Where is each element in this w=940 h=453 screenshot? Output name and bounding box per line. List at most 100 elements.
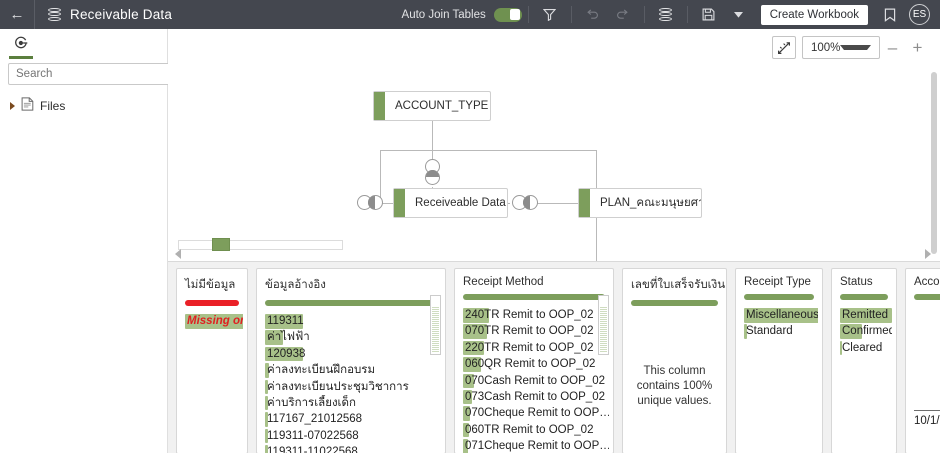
- column-value-row[interactable]: 120938: [265, 346, 441, 362]
- redo-icon[interactable]: [608, 0, 638, 29]
- value-label: 119311-11022568: [267, 446, 358, 453]
- join-icon-left[interactable]: [357, 195, 383, 210]
- column-value-row[interactable]: 220TR Remit to OOP_02: [463, 340, 609, 356]
- join-fill: [523, 196, 530, 209]
- zoom-level-select[interactable]: 100%: [802, 36, 880, 59]
- table-node-plan[interactable]: PLAN_คณะมนุษยศาส…: [578, 188, 702, 218]
- canvas-vertical-scrollbar[interactable]: [931, 72, 937, 254]
- join-icon-right[interactable]: [512, 195, 538, 210]
- column-value-row[interactable]: 119311-11022568: [265, 444, 441, 453]
- undo-icon[interactable]: [578, 0, 608, 29]
- filter-icon[interactable]: [535, 0, 565, 29]
- column-scrollbar-track: [600, 307, 607, 353]
- scroll-right-arrow-icon[interactable]: [925, 249, 931, 259]
- column-value-row[interactable]: 070Cash Remit to OOP_02: [463, 373, 609, 389]
- column-title: Accounting: [914, 276, 940, 288]
- toolbar-divider: [643, 6, 645, 23]
- column-profile[interactable]: ไม่มีข้อมูล Missing or Null: [176, 268, 248, 453]
- column-scrollbar[interactable]: [430, 295, 441, 355]
- column-value-row[interactable]: 060QR Remit to OOP_02: [463, 356, 609, 372]
- canvas-minimap[interactable]: [178, 238, 343, 251]
- column-value-row[interactable]: ค่าบริการเลี้ยงเด็ก: [265, 395, 441, 411]
- column-value-row[interactable]: ค่าไฟฟ้า: [265, 329, 441, 345]
- file-icon: [21, 97, 34, 114]
- union-icon-top[interactable]: [425, 159, 440, 185]
- create-workbook-button[interactable]: Create Workbook: [760, 4, 868, 25]
- tables-icon[interactable]: [651, 0, 681, 29]
- save-dropdown-caret-icon[interactable]: [724, 0, 754, 29]
- database-icon: [48, 7, 61, 22]
- column-value-row[interactable]: Cleared: [840, 340, 892, 356]
- table-node-label: PLAN_คณะมนุษยศาส…: [600, 197, 701, 209]
- value-frequency-bar: [463, 389, 472, 405]
- avatar[interactable]: ES: [909, 4, 930, 25]
- sidebar-item-label: Files: [40, 98, 66, 113]
- column-value-row[interactable]: 070TR Remit to OOP_02: [463, 323, 609, 339]
- search-input[interactable]: [8, 63, 178, 85]
- column-title: ข้อมูลอ้างอิง: [265, 279, 326, 291]
- value-frequency-bar: [463, 324, 487, 339]
- zoom-out-button[interactable]: –: [887, 38, 898, 57]
- value-frequency-bar: [840, 308, 892, 323]
- column-distribution-bar: [631, 300, 718, 306]
- toolbar-divider: [34, 0, 35, 29]
- scroll-left-arrow-icon[interactable]: [175, 249, 181, 259]
- minimap-viewport-thumb[interactable]: [212, 238, 230, 251]
- column-value-row[interactable]: Confirmed: [840, 323, 892, 339]
- sidebar-tab-connections[interactable]: [9, 30, 33, 59]
- table-node-label: Receiveable Data: [415, 197, 506, 209]
- value-frequency-bar: [265, 445, 268, 453]
- column-value-row[interactable]: 071Cheque Remit to OOP…: [463, 438, 609, 453]
- value-frequency-bar: [463, 357, 481, 372]
- zoom-in-button[interactable]: +: [912, 38, 923, 57]
- sidebar-item-files[interactable]: Files: [8, 97, 167, 114]
- column-value-row[interactable]: 119311-07022568: [265, 428, 441, 444]
- fit-to-screen-button[interactable]: [772, 36, 796, 59]
- column-scrollbar-track: [432, 307, 439, 353]
- table-node-account-type[interactable]: ACCOUNT_TYPE: [373, 91, 491, 121]
- column-value-row[interactable]: ค่าลงทะเบียนประชุมวิชาการ: [265, 379, 441, 395]
- column-title: ไม่มีข้อมูล: [185, 279, 236, 291]
- auto-join-tables-toggle[interactable]: [493, 7, 522, 22]
- value-label: 119311-07022568: [267, 429, 359, 442]
- connector-line: [380, 150, 596, 151]
- column-value-row[interactable]: 240TR Remit to OOP_02: [463, 307, 609, 323]
- date-axis-label: 10/1/24: [914, 415, 940, 427]
- value-label: ค่าไฟฟ้า: [267, 331, 310, 344]
- back-button[interactable]: ←: [9, 6, 25, 23]
- toolbar-divider: [527, 6, 529, 23]
- column-value-row[interactable]: Standard: [744, 323, 818, 339]
- table-node-receiveable-data[interactable]: Receiveable Data: [393, 188, 508, 218]
- column-value-row[interactable]: ค่าลงทะเบียนฝึกอบรม: [265, 362, 441, 378]
- caret-right-icon[interactable]: [10, 101, 15, 110]
- column-value-row[interactable]: Miscellaneous: [744, 307, 818, 323]
- column-title: Receipt Type: [744, 276, 811, 288]
- column-value-row[interactable]: 117167_21012568: [265, 411, 441, 427]
- fit-to-screen-icon: [778, 41, 790, 54]
- save-icon[interactable]: [694, 0, 724, 29]
- column-value-row[interactable]: 073Cash Remit to OOP_02: [463, 389, 609, 405]
- auto-join-tables-control[interactable]: Auto Join Tables: [402, 7, 522, 22]
- flow-canvas[interactable]: 100% – + ACCOUNT_TYPE Receiveable Data: [168, 29, 940, 261]
- node-accent-bar: [579, 189, 590, 217]
- value-label: 220TR Remit to OOP_02: [465, 341, 594, 354]
- column-value-list: 240TR Remit to OOP_02 070TR Remit to OOP_…: [455, 307, 613, 453]
- value-label: 070TR Remit to OOP_02: [465, 325, 594, 338]
- column-scrollbar[interactable]: [598, 295, 609, 355]
- bookmark-icon[interactable]: [875, 0, 905, 29]
- column-value-row[interactable]: Remitted: [840, 307, 892, 323]
- value-frequency-bar: [265, 379, 268, 395]
- column-value-row[interactable]: 060TR Remit to OOP_02: [463, 422, 609, 438]
- column-value-row[interactable]: Missing or Null: [185, 313, 243, 329]
- value-frequency-bar: [185, 314, 243, 329]
- column-value-row[interactable]: 119311: [265, 313, 441, 329]
- value-frequency-bar: [265, 395, 268, 411]
- column-profile[interactable]: Accounting 10/1/24: [905, 268, 940, 453]
- column-value-row[interactable]: 070Cheque Remit to OOP…: [463, 405, 609, 421]
- value-frequency-bar: [265, 363, 269, 378]
